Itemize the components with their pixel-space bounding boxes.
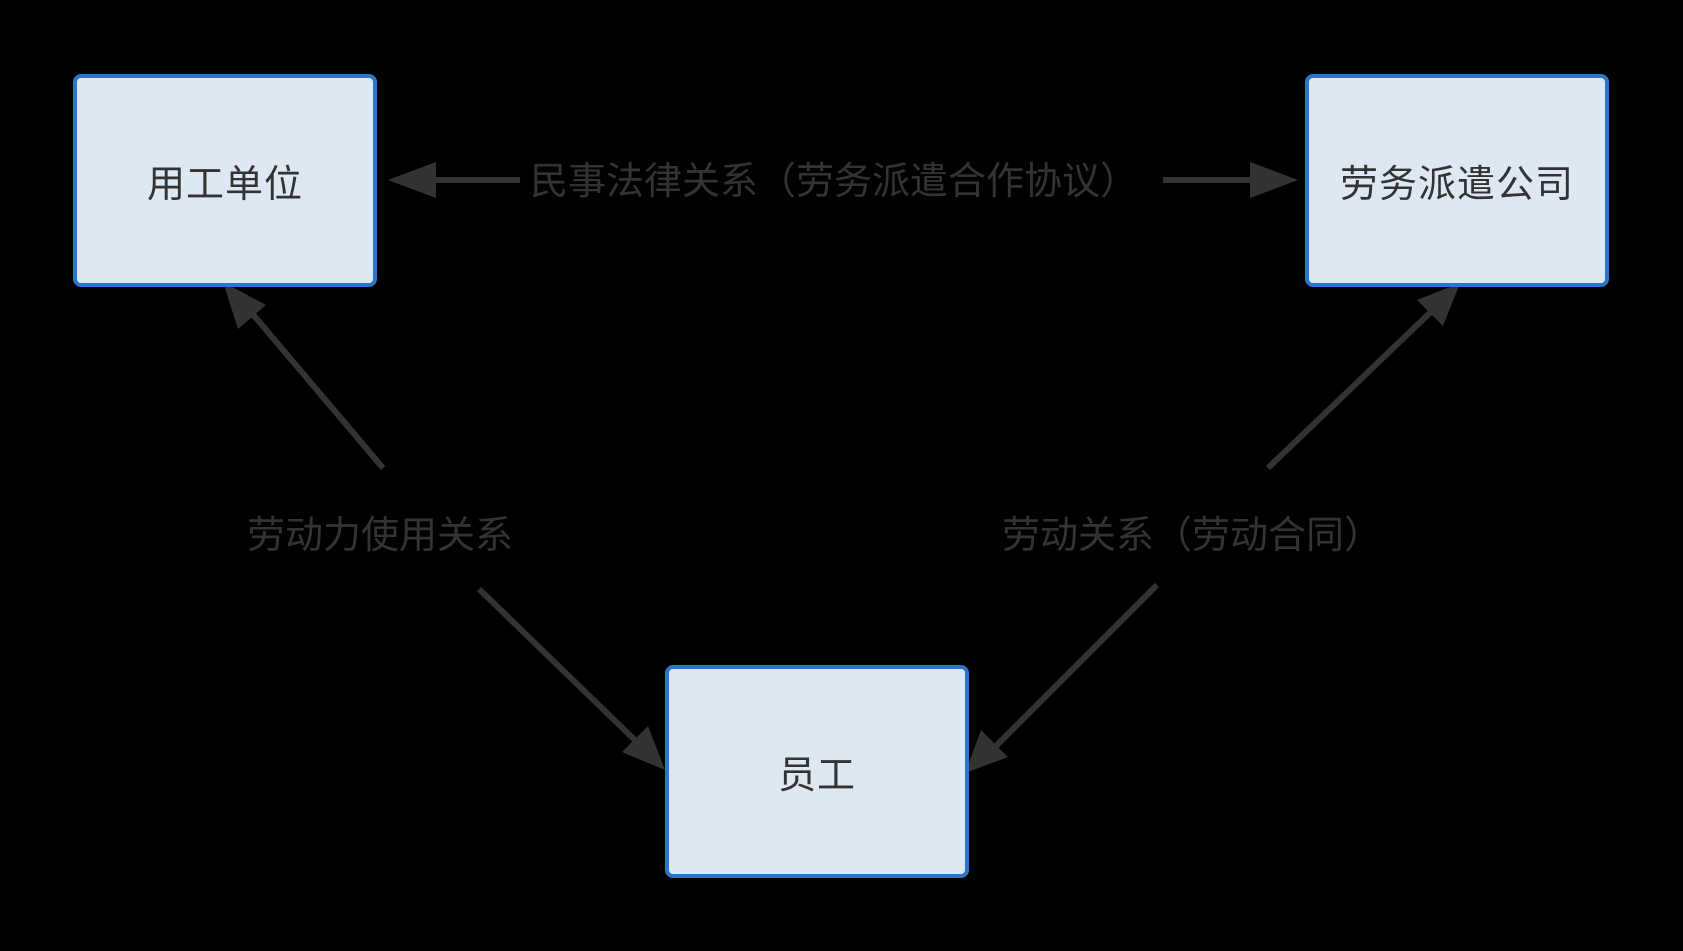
node-employer: 用工单位: [73, 74, 377, 287]
arrowhead-use-employer: [223, 282, 266, 329]
arrowhead-use-employee: [622, 726, 665, 770]
node-employee: 员工: [665, 665, 969, 878]
node-agency: 劳务派遣公司: [1305, 74, 1609, 287]
arrow-labor-to-agency: [1265, 305, 1438, 471]
arrowhead-labor-agency: [1417, 283, 1460, 326]
arrow-use-to-employer: [242, 303, 386, 470]
node-employer-label: 用工单位: [146, 162, 303, 206]
edge-label-labor-use-relation: 劳动力使用关系: [247, 513, 514, 557]
arrow-use-to-employee: [476, 586, 643, 748]
edge-label-civil-relation: 民事法律关系（劳务派遣合作协议）: [530, 159, 1139, 203]
arrowhead-labor-employee: [965, 730, 1008, 773]
arrowhead-civil-agency: [1250, 162, 1298, 198]
arrowhead-civil-employer: [388, 162, 436, 198]
edge-label-labor-relation: 劳动关系（劳动合同）: [1002, 513, 1383, 557]
node-agency-label: 劳务派遣公司: [1339, 162, 1574, 206]
node-employee-label: 员工: [777, 753, 856, 797]
arrow-labor-to-employee: [991, 582, 1160, 751]
